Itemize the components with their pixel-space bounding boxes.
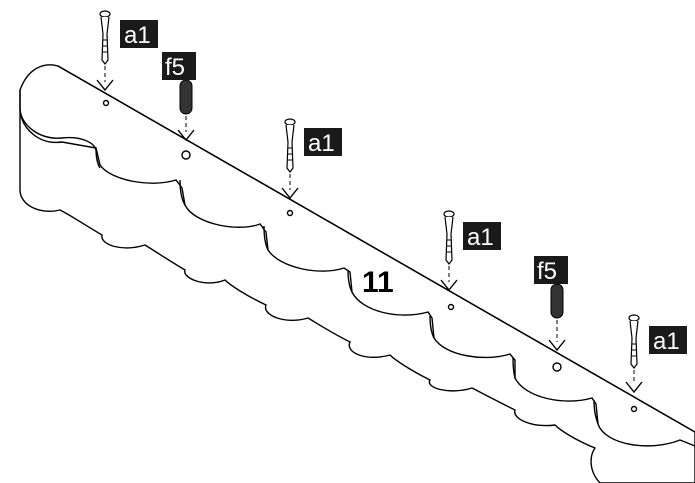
down-arrow-icon	[548, 339, 566, 352]
screw-hole	[447, 303, 455, 311]
screw-icon	[628, 314, 640, 369]
dowel-hole	[552, 362, 562, 372]
scallop-cut	[179, 179, 186, 206]
down-arrow-icon	[96, 79, 114, 92]
label-text: a1	[467, 224, 494, 251]
hardware-label-f5: f5	[162, 52, 196, 81]
screw-icon	[284, 118, 296, 173]
screw-callout: a1	[281, 118, 342, 200]
label-text: a1	[653, 328, 680, 355]
screw-callout: a1	[625, 314, 687, 394]
screw-callout: a1	[440, 210, 501, 292]
down-arrow-icon	[440, 279, 458, 292]
part-number-label: 11	[362, 266, 394, 299]
screw-callout: a1	[96, 10, 158, 92]
scallop-cut	[429, 315, 435, 339]
scalloped-board-part	[19, 64, 695, 483]
down-arrow-icon	[281, 187, 299, 200]
dowel-callout: f5	[534, 256, 568, 352]
screw-hole	[286, 209, 294, 217]
label-text: f5	[165, 54, 185, 81]
scallop-cut	[263, 225, 269, 251]
dowel-icon	[550, 283, 564, 319]
board-top-edge	[57, 65, 695, 433]
screw-icon	[443, 210, 455, 265]
down-arrow-icon	[177, 129, 195, 142]
hardware-label-a1: a1	[463, 222, 501, 251]
dowel-hole	[181, 150, 191, 160]
hardware-label-f5: f5	[534, 256, 568, 285]
label-text: a1	[124, 22, 151, 49]
dowel-callout: f5	[162, 52, 196, 142]
hardware-label-a1: a1	[304, 128, 342, 157]
screw-hole	[630, 405, 638, 413]
down-arrow-icon	[625, 381, 643, 394]
label-text: f5	[537, 258, 557, 285]
board-top-surface	[19, 64, 695, 483]
screw-hole	[102, 99, 110, 107]
board-front-edge	[19, 109, 97, 151]
dowel-icon	[179, 79, 193, 115]
scallop-cut	[593, 399, 599, 425]
hardware-label-a1: a1	[649, 326, 687, 355]
hardware-label-a1: a1	[120, 20, 158, 49]
scallop-cut	[512, 357, 516, 379]
board-holes	[102, 99, 638, 413]
label-text: a1	[308, 130, 335, 157]
scallop-cut	[95, 147, 101, 169]
scallop-cut	[347, 269, 353, 293]
board-front-face	[19, 90, 695, 447]
screw-icon	[99, 10, 111, 65]
